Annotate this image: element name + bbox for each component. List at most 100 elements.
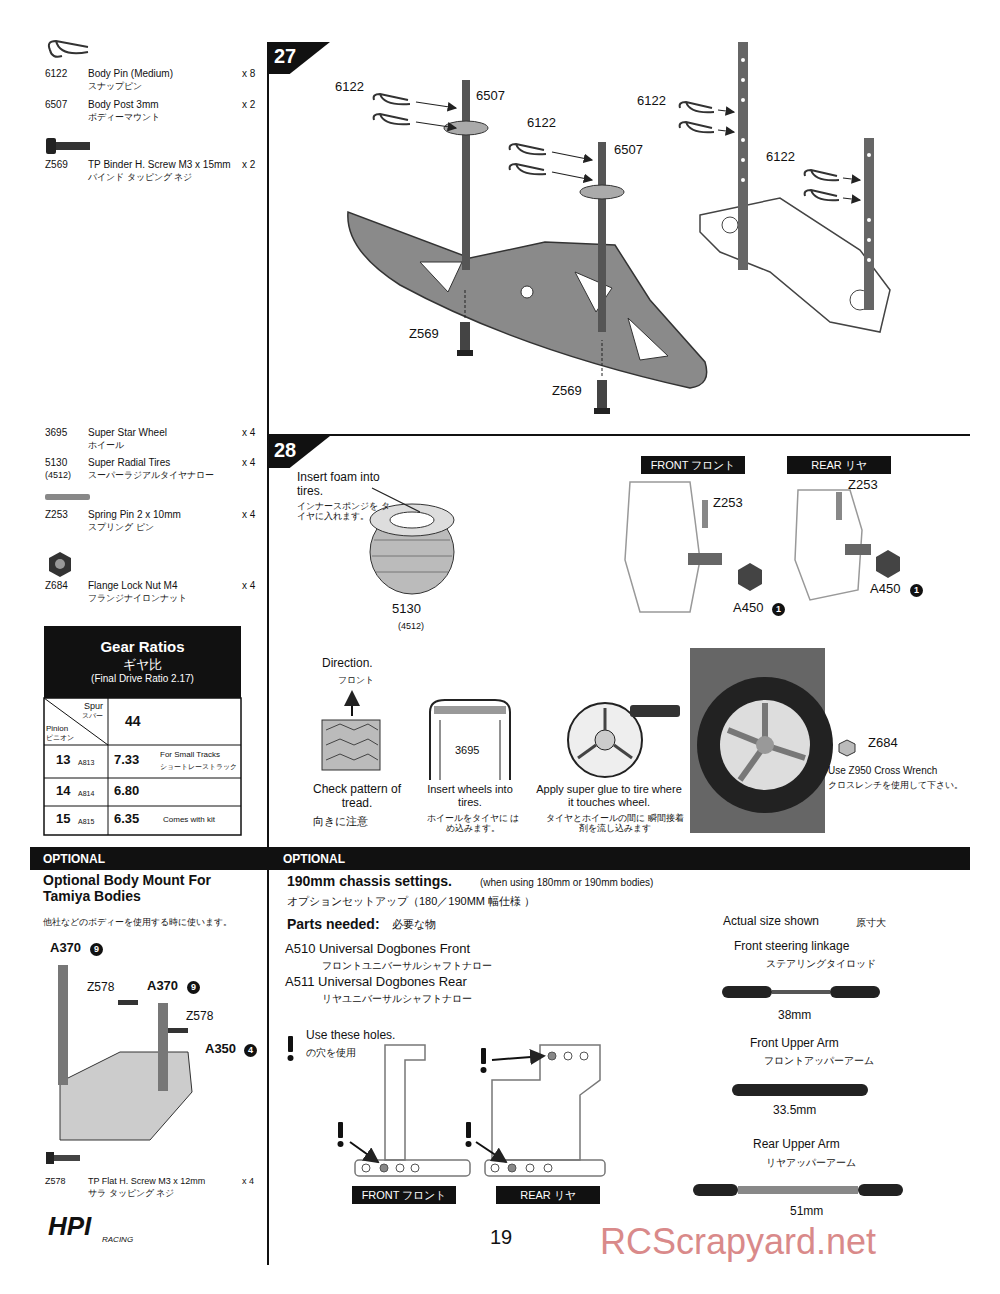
part-label: の穴を使用 [306, 1047, 356, 1059]
part-label: Z253 [45, 509, 68, 521]
part-label: Z578 [186, 1010, 213, 1024]
part-label: Optional Body Mount For Tamiya Bodies [43, 872, 233, 904]
part-label: A813 [78, 759, 94, 767]
part-label: スーパーラジアルタイヤナロー [88, 470, 214, 480]
callout-number: 4 [244, 1044, 257, 1057]
part-label: ピニオン [46, 734, 74, 742]
part-label: 向きに注意 [313, 815, 368, 828]
part-label: 他社などのボディーを使用する時に使います。 [43, 917, 232, 927]
part-label: TP Flat H. Screw M3 x 12mm [88, 1176, 205, 1186]
part-label: ホイール [88, 440, 124, 450]
part-label: ボディーマウント [88, 112, 160, 122]
part-label: 3695 [45, 427, 67, 439]
part-label: Body Post 3mm [88, 99, 159, 111]
node-text: OPTIONAL [43, 852, 105, 866]
part-label: 19 [490, 1226, 512, 1249]
part-label: 44 [125, 713, 141, 729]
part-label: A511 Universal Dogbones Rear [285, 975, 467, 990]
part-label: 6122 [335, 80, 364, 95]
step-badge: 28 [268, 436, 330, 468]
part-label: 14 [56, 784, 70, 799]
badge-fill [268, 42, 330, 74]
part-label: 6.80 [114, 784, 139, 799]
part-label: スパー [82, 712, 103, 720]
part-label: 5130 [45, 457, 67, 469]
part-label: x 4 [242, 457, 255, 469]
part-label: Insert foam into tires. [297, 471, 407, 499]
node-text: REAR リヤ [811, 458, 867, 473]
node-text: Gear Ratios [100, 638, 184, 657]
part-label: Z578 [87, 981, 114, 995]
part-label: Flange Lock Nut M4 [88, 580, 178, 592]
part-label: 33.5mm [773, 1104, 816, 1118]
part-label: タイヤとホイールの間に 瞬間接着剤を流し込みます [545, 813, 685, 834]
part-label: (4512) [45, 470, 71, 480]
part-label: Pinion [46, 724, 68, 733]
part-label: Direction. [322, 657, 373, 671]
callout-number: 9 [90, 943, 103, 956]
part-label: A814 [78, 790, 94, 798]
badge-fill [268, 436, 330, 468]
part-label: A510 Universal Dogbones Front [285, 942, 470, 957]
part-label: Comes with kit [163, 815, 215, 824]
part-label: オプションセットアップ（180／190MM 幅仕様 ） [287, 895, 535, 908]
part-label: Super Star Wheel [88, 427, 167, 439]
part-label: Spring Pin 2 x 10mm [88, 509, 181, 521]
part-label: ステアリングタイロッド [766, 958, 876, 970]
part-label: 6507 [476, 89, 505, 104]
label-box: REAR リヤ [496, 1186, 600, 1204]
part-label: Use Z950 Cross Wrench [828, 765, 937, 777]
part-label: A370 [147, 979, 178, 994]
section-band: OPTIONAL [270, 847, 970, 870]
part-label: インナースポンジを タイヤに入れます。 [297, 501, 397, 522]
part-label: 6122 [766, 150, 795, 165]
part-label: x 4 [242, 427, 255, 439]
part-label: Insert wheels into tires. [420, 783, 520, 808]
part-label: A450 [870, 582, 900, 597]
part-label: Front Upper Arm [750, 1037, 839, 1051]
part-label: A350 [205, 1042, 236, 1057]
node-text: 27 [268, 42, 330, 68]
part-label: 原寸大 [856, 917, 886, 929]
part-label: フロントアッパーアーム [764, 1055, 874, 1067]
part-label: Z253 [848, 478, 878, 493]
part-label: 6.35 [114, 812, 139, 827]
part-label: x 2 [242, 99, 255, 111]
part-label: フランジナイロンナット [88, 593, 187, 603]
part-label: クロスレンチを使用して下さい。 [828, 780, 963, 790]
part-label: 38mm [778, 1009, 811, 1023]
part-label: リヤユニバーサルシャフトナロー [322, 993, 472, 1005]
step-badge: 27 [268, 42, 330, 74]
part-label: ショートレーストラック [160, 763, 237, 771]
part-label: ホイールをタイヤに はめ込みます。 [423, 813, 523, 834]
part-label: (when using 180mm or 190mm bodies) [480, 877, 653, 889]
node-text: FRONT フロント [651, 458, 736, 473]
part-label: Z684 [45, 580, 68, 592]
callout-number: 1 [910, 584, 923, 597]
node-text: OPTIONAL [283, 852, 345, 866]
part-label: 7.33 [114, 753, 139, 768]
part-label: x 8 [242, 68, 255, 80]
part-label: RACING [102, 1235, 133, 1244]
section-band: OPTIONAL [30, 847, 270, 870]
part-label: Actual size shown [723, 915, 819, 929]
part-label: リヤアッパーアーム [766, 1157, 856, 1169]
part-label: 6507 [45, 99, 67, 111]
part-label: A815 [78, 818, 94, 826]
part-label: Rear Upper Arm [753, 1138, 840, 1152]
callout-number: 1 [772, 603, 785, 616]
part-label: 5130 [392, 602, 421, 617]
node-text: 28 [268, 436, 330, 462]
node-text: (Final Drive Ratio 2.17) [91, 673, 194, 686]
part-label: 6507 [614, 143, 643, 158]
callout-number: 9 [187, 981, 200, 994]
part-label: x 4 [242, 1176, 254, 1186]
part-label: HPI [48, 1212, 91, 1242]
part-label: Z253 [713, 496, 743, 511]
label-box: FRONT フロント [641, 456, 745, 474]
part-label: A450 [733, 601, 763, 616]
part-label: 3695 [455, 744, 479, 757]
node-text: REAR リヤ [520, 1188, 576, 1203]
part-label: Front steering linkage [734, 940, 849, 954]
part-label: A370 [50, 941, 81, 956]
